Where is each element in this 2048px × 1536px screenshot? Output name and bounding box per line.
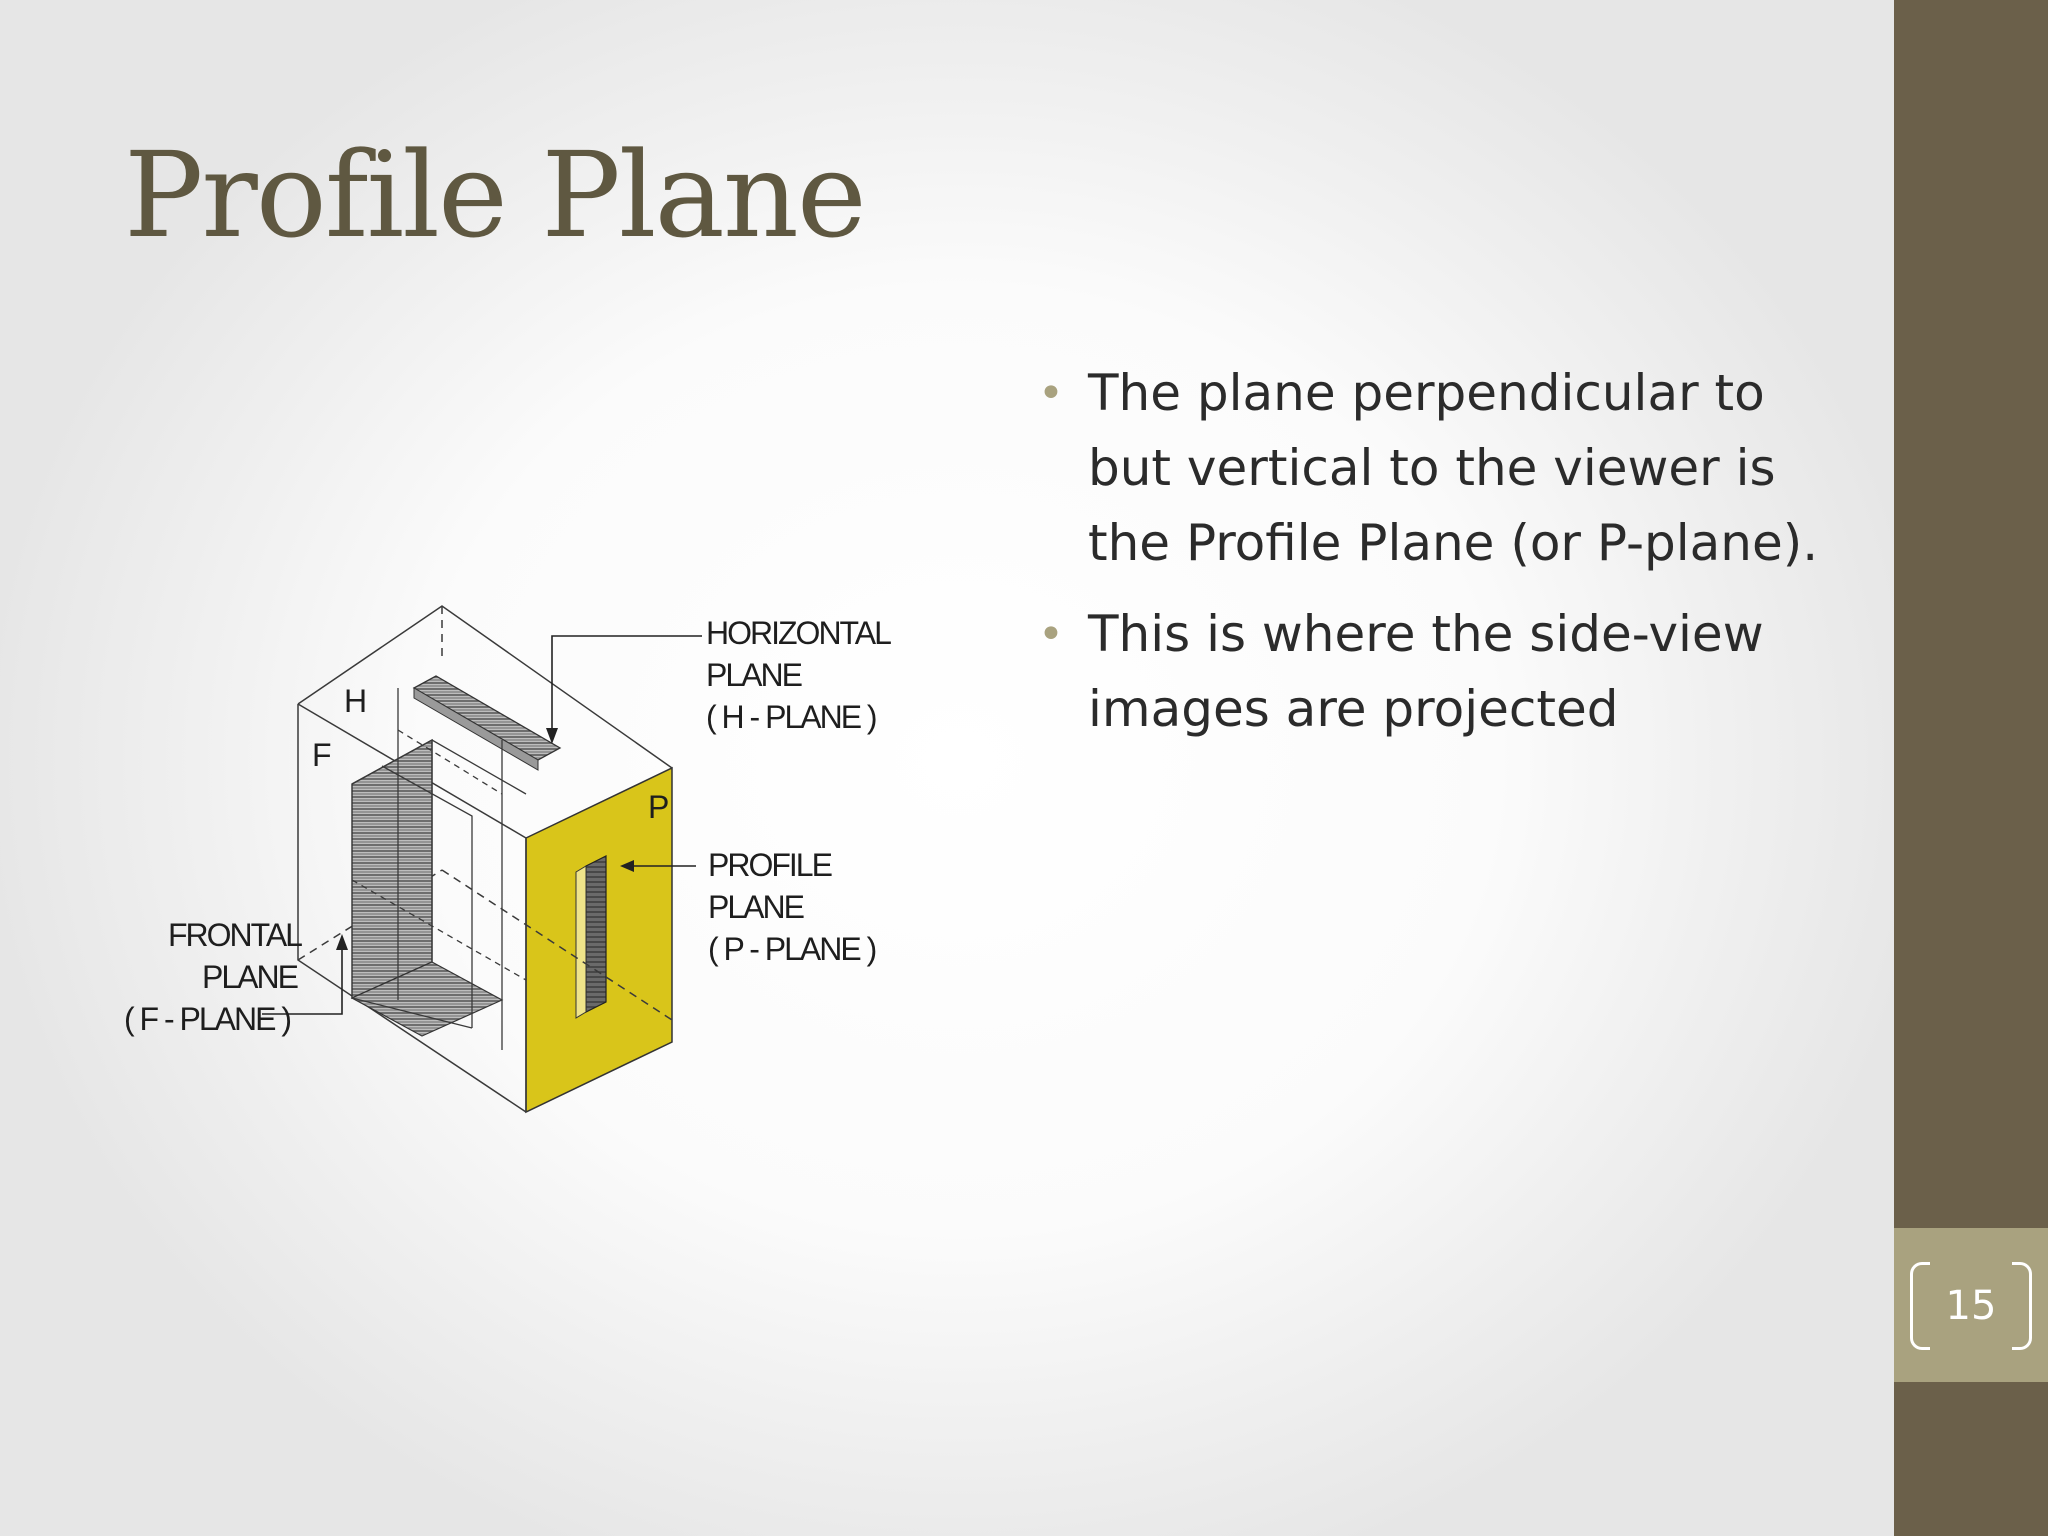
profile-plane-label-1: PROFILE — [708, 847, 832, 883]
diagram-svg: H F P HORIZONTAL PLANE ( H - PLANE ) PRO… — [124, 605, 893, 1114]
horizontal-plane-label-1: HORIZONTAL — [706, 615, 891, 651]
page-number: 15 — [1945, 1283, 1997, 1329]
f-plane-marker: F — [312, 737, 331, 773]
projection-planes-diagram: H F P HORIZONTAL PLANE ( H - PLANE ) PRO… — [110, 580, 910, 1140]
leader-lines — [262, 635, 702, 1015]
profile-plane-label-3: ( P - PLANE ) — [708, 931, 876, 967]
horizontal-plane-block — [412, 675, 562, 761]
bullet-item: • This is where the side-view images are… — [1030, 597, 1850, 747]
frontal-plane-label-2: PLANE — [202, 959, 298, 995]
bullet-list: • The plane perpendicular to but vertica… — [1030, 356, 1850, 763]
frontal-projection-face — [351, 738, 433, 1000]
horizontal-plane-label-3: ( H - PLANE ) — [706, 699, 876, 735]
frontal-plane-label-3: ( F - PLANE ) — [124, 1001, 290, 1037]
right-bracket-icon — [2012, 1262, 2032, 1350]
h-plane-marker: H — [344, 683, 365, 719]
bullet-text: The plane perpendicular to but vertical … — [1088, 364, 1819, 572]
slide-title: Profile Plane — [124, 126, 867, 264]
object-body — [351, 688, 527, 1050]
frontal-plane-label-1: FRONTAL — [168, 917, 302, 953]
p-plane-marker: P — [648, 789, 668, 825]
horizontal-plane-label-2: PLANE — [706, 657, 802, 693]
profile-plane-label-2: PLANE — [708, 889, 804, 925]
bullet-text: This is where the side-view images are p… — [1088, 605, 1764, 738]
bullet-dot-icon: • — [1038, 609, 1064, 660]
profile-slot — [585, 855, 607, 1013]
page-number-box: 15 — [1894, 1228, 2048, 1382]
bullet-item: • The plane perpendicular to but vertica… — [1030, 356, 1850, 581]
left-bracket-icon — [1910, 1262, 1930, 1350]
bullet-dot-icon: • — [1038, 368, 1064, 419]
